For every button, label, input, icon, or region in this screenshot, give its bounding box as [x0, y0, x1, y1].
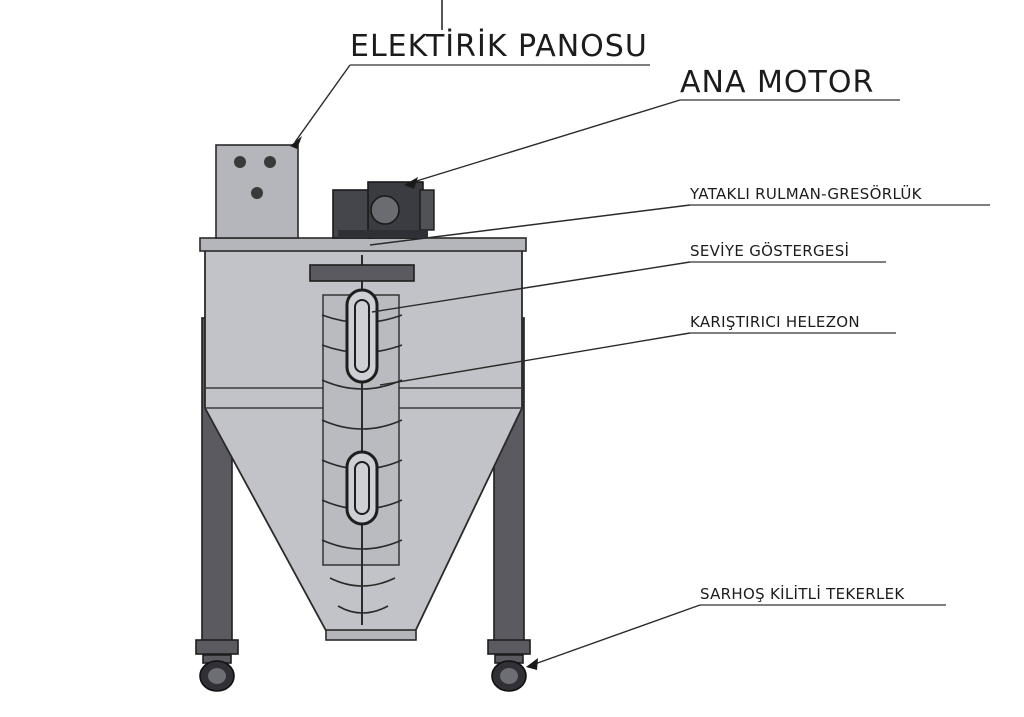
label-bearing-grease: YATAKLI RULMAN-GRESÖRLÜK	[689, 184, 923, 203]
level-indicator-lower	[345, 450, 379, 526]
tank-lid	[199, 237, 527, 252]
leader-main-motor	[404, 99, 900, 189]
label-level-indicator: SEVİYE GÖSTERGESİ	[690, 241, 849, 260]
level-indicator-upper	[345, 288, 379, 384]
label-main-motor: ANA MOTOR	[680, 65, 874, 100]
panel-knob-icon	[264, 156, 276, 168]
discharge-outlet	[325, 629, 417, 641]
main-motor-body	[332, 181, 435, 239]
left-caster	[199, 654, 235, 692]
label-mixing-auger: KARIŞTIRICI HELEZON	[690, 313, 860, 331]
panel-knob-icon	[251, 187, 263, 199]
panel-knob-icon	[234, 156, 246, 168]
leader-electrical-panel	[290, 64, 650, 149]
right-caster	[491, 654, 527, 692]
electrical-panel-box	[215, 144, 299, 239]
label-locking-caster: SARHOŞ KİLİTLİ TEKERLEK	[700, 584, 905, 603]
leader-mixing-auger	[379, 332, 896, 386]
stirrer-top-bar	[309, 264, 415, 282]
label-electrical-panel: ELEKTİRİK PANOSU	[350, 28, 648, 64]
leader-locking-caster	[526, 604, 946, 670]
leader-level-indicator	[371, 261, 886, 313]
leader-bearing-grease	[369, 204, 990, 246]
